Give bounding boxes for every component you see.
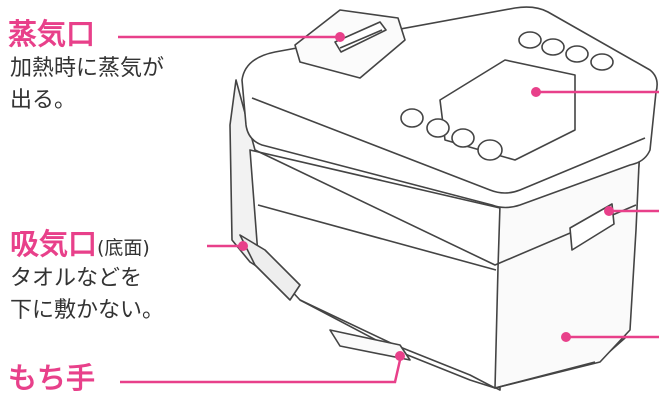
air-intake-desc-line1: タオルなどを	[10, 266, 143, 291]
steam-vent-title: 蒸気口	[8, 17, 96, 51]
air-intake-note: (底面)	[97, 237, 150, 259]
base-marker	[561, 332, 571, 342]
air-intake-heading: 吸気口(底面)	[10, 230, 150, 259]
display-marker	[531, 87, 541, 97]
bottom-handle-recess	[329, 329, 411, 361]
power-cord-area	[239, 234, 301, 301]
steam-vent-desc-line1: 加熱時に蒸気が	[10, 56, 165, 81]
handle-title: もち手	[8, 361, 96, 395]
air-intake-marker	[238, 241, 248, 251]
steam-vent-marker	[335, 32, 345, 42]
side-handle-slot	[569, 203, 615, 251]
air-intake-desc-line2: 下に敷かない。	[10, 298, 165, 323]
air-intake-title: 吸気口	[10, 227, 98, 261]
handle-marker	[395, 351, 405, 361]
steam-vent-desc-line2: 出る。	[10, 88, 77, 113]
side-handle-marker	[604, 206, 614, 216]
